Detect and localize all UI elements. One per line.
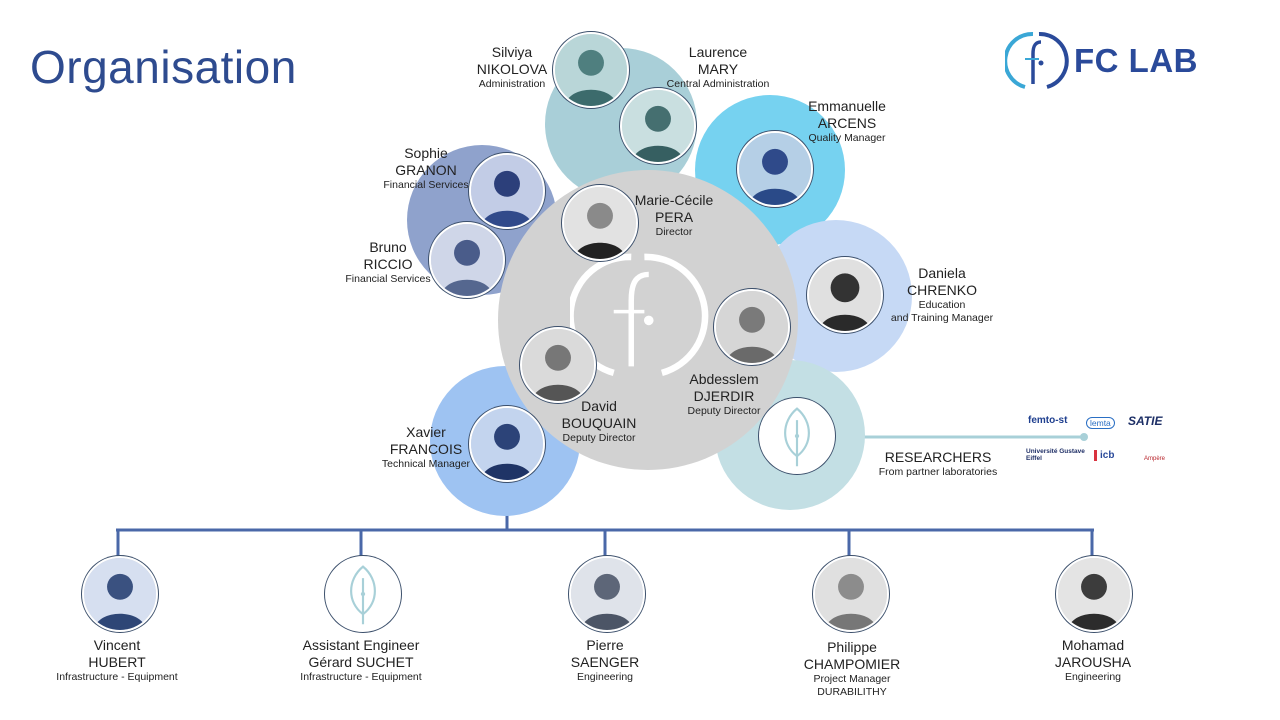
photo-arcens xyxy=(737,131,813,207)
leaf-icon xyxy=(761,400,833,472)
member-first-name: Silviya xyxy=(491,44,533,60)
partner-logo-femto-st: femto-st xyxy=(1028,415,1068,426)
photo-champomier xyxy=(813,556,889,632)
fc-lab-logo-icon xyxy=(1003,31,1069,89)
member-granon: Sophie GRANON Financial Services xyxy=(376,145,476,192)
page-title: Organisation xyxy=(30,41,297,93)
partner-logos: femto-st lemta SATIE Université Gustave … xyxy=(1012,408,1182,478)
member-suchet: Assistant Engineer Gérard SUCHET Infrast… xyxy=(286,637,436,684)
member-first-name: Pierre xyxy=(586,637,624,653)
member-riccio: Bruno RICCIO Financial Services xyxy=(338,239,438,286)
member-first-name: Sophie xyxy=(404,145,448,161)
researchers-title: RESEARCHERS xyxy=(884,449,992,465)
member-role: Director xyxy=(655,226,693,238)
member-last-name: ARCENS xyxy=(817,115,877,131)
member-first-name: Abdesslem xyxy=(689,371,759,387)
member-arcens: Emmanuelle ARCENS Quality Manager xyxy=(797,98,897,145)
photo-francois xyxy=(469,406,545,482)
member-first-name: Mohamad xyxy=(1061,637,1125,653)
member-role: Engineering xyxy=(1064,671,1122,683)
member-last-name: JAROUSHA xyxy=(1054,654,1132,670)
member-last-name: FRANCOIS xyxy=(389,441,463,457)
member-first-name: Laurence xyxy=(688,44,748,60)
member-champomier: Philippe CHAMPOMIER Project Manager DURA… xyxy=(792,639,912,699)
member-last-name: MARY xyxy=(697,61,739,77)
member-role: Central Administration xyxy=(666,78,770,90)
brand-name: FC LAB xyxy=(1074,42,1198,79)
member-role: Education xyxy=(918,299,966,311)
member-role: Project Manager xyxy=(813,673,891,685)
photo-bouquain xyxy=(520,327,596,403)
photo-suchet xyxy=(325,556,401,632)
member-bouquain: David BOUQUAIN Deputy Director xyxy=(549,398,649,445)
member-role: DURABILITHY xyxy=(817,686,887,698)
member-saenger: Pierre SAENGER Engineering xyxy=(555,637,655,684)
member-role: and Training Manager xyxy=(890,312,994,324)
photo-granon xyxy=(469,153,545,229)
member-last-name: CHAMPOMIER xyxy=(803,656,901,672)
member-last-name: RICCIO xyxy=(363,256,413,272)
researchers-label: RESEARCHERS From partner laboratories xyxy=(864,449,1012,479)
member-nikolova: Silviya NIKOLOVA Administration xyxy=(462,44,562,91)
member-last-name: SAENGER xyxy=(570,654,640,670)
member-last-name: CHRENKO xyxy=(906,282,977,298)
member-role: Infrastructure - Equipment xyxy=(56,671,178,683)
member-first-name: David xyxy=(581,398,617,414)
member-last-name: PERA xyxy=(654,209,694,225)
member-last-name: GRANON xyxy=(395,162,457,178)
member-first-name: Emmanuelle xyxy=(808,98,886,114)
member-last-name: DJERDIR xyxy=(693,388,755,404)
member-role: Infrastructure - Equipment xyxy=(300,671,422,683)
photo-mary xyxy=(620,88,696,164)
member-first-name: Bruno xyxy=(369,239,407,255)
member-last-name: NIKOLOVA xyxy=(476,61,548,77)
member-first-name: Marie-Cécile xyxy=(634,192,714,208)
member-last-name: Gérard SUCHET xyxy=(308,654,414,670)
photo-nikolova xyxy=(553,32,629,108)
member-first-name: Daniela xyxy=(918,265,966,281)
member-first-name: Xavier xyxy=(406,424,446,440)
photo-djerdir xyxy=(714,289,790,365)
member-role: Deputy Director xyxy=(687,405,761,417)
member-chrenko: Daniela CHRENKO Education and Training M… xyxy=(884,265,1000,325)
member-first-name: Vincent xyxy=(93,637,141,653)
photo-riccio xyxy=(429,222,505,298)
photo-chrenko xyxy=(807,257,883,333)
researchers-subtitle: From partner laboratories xyxy=(878,466,998,478)
member-pera: Marie-Cécile PERA Director xyxy=(626,192,722,239)
partner-logo-lemta: lemta xyxy=(1086,417,1115,429)
member-role: Deputy Director xyxy=(562,432,636,444)
member-role: Quality Manager xyxy=(808,132,886,144)
researchers-leaf xyxy=(759,398,835,474)
member-djerdir: Abdesslem DJERDIR Deputy Director xyxy=(674,371,774,418)
member-first-name: Philippe xyxy=(827,639,877,655)
connector-researchers-dot xyxy=(1080,433,1088,441)
photo-jarousha xyxy=(1056,556,1132,632)
member-role: Administration xyxy=(478,78,546,90)
member-jarousha: Mohamad JAROUSHA Engineering xyxy=(1043,637,1143,684)
photo-hubert xyxy=(82,556,158,632)
member-mary: Laurence MARY Central Administration xyxy=(660,44,776,91)
partner-logo-gustave-eiffel: Université Gustave Eiffel xyxy=(1026,448,1085,462)
member-last-name: HUBERT xyxy=(88,654,146,670)
photo-saenger xyxy=(569,556,645,632)
fc-lab-brand: FC LAB xyxy=(1003,30,1205,92)
leaf-icon xyxy=(327,558,399,630)
member-last-name: BOUQUAIN xyxy=(561,415,637,431)
member-first-name: Assistant Engineer xyxy=(302,637,420,653)
partner-logo-ampere: Ampère xyxy=(1144,456,1166,462)
member-hubert: Vincent HUBERT Infrastructure - Equipmen… xyxy=(46,637,188,684)
member-role: Engineering xyxy=(576,671,634,683)
partner-logo-icb: icb xyxy=(1094,450,1114,461)
member-role: Financial Services xyxy=(345,273,431,285)
member-role: Financial Services xyxy=(383,179,469,191)
photo-pera xyxy=(562,185,638,261)
member-francois: Xavier FRANCOIS Technical Manager xyxy=(376,424,476,471)
member-role: Technical Manager xyxy=(381,458,471,470)
partner-logo-satie: SATIE xyxy=(1128,414,1163,428)
